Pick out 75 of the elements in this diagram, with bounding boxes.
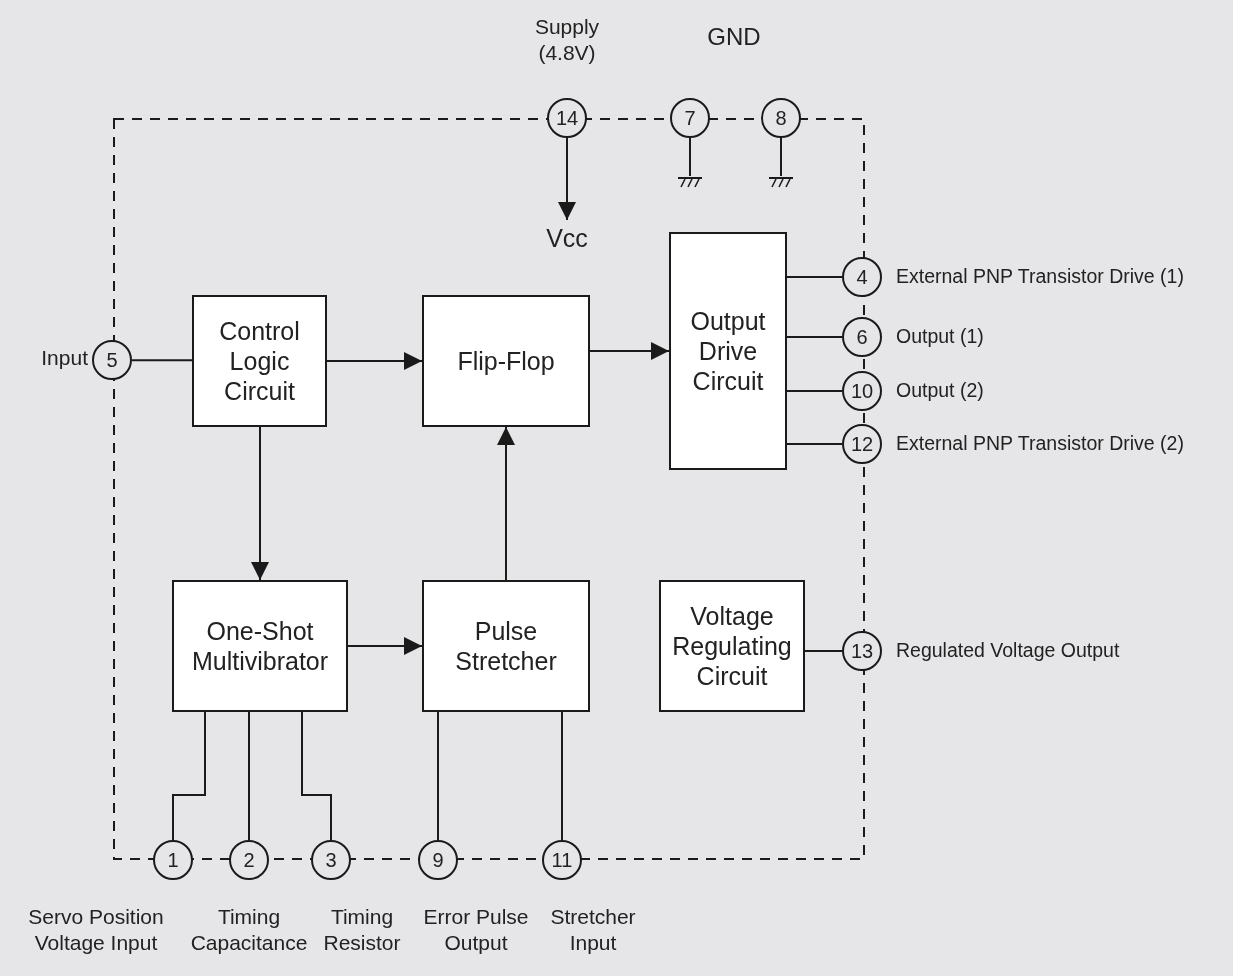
circuit-block [422,295,590,427]
pin-circle [542,840,582,880]
pin-label: External PNP Transistor Drive (2) [896,431,1184,456]
pin-number: 5 [106,348,118,372]
pin-label: Output (2) [896,378,984,403]
ground-icon [767,176,795,190]
pin-label: Output (1) [896,324,984,349]
connection-line [786,443,843,445]
block-label: One-Shot Multivibrator [190,616,330,676]
connection-line [786,336,843,338]
block-label: Flip-Flop [457,346,555,376]
pin-circle [92,340,132,380]
pin-circle [842,371,882,411]
block-label: Output Drive Circuit [689,306,767,396]
block-label: Voltage Regulating Circuit [671,601,793,691]
pin-circle [761,98,801,138]
connection-line [131,359,193,362]
pin-number: 4 [856,265,868,289]
block-label: Pulse Stretcher [454,616,558,676]
pin-circle [842,631,882,671]
pin-number: 11 [551,848,573,872]
circuit-block [172,580,348,712]
pin-label: Timing Resistor [322,904,402,957]
pin-circle [547,98,587,138]
pin-label: Stretcher Input [549,904,637,957]
supply-label: Vcc [546,223,588,253]
arrow [497,426,515,581]
connection-line [786,390,843,392]
pin-number: 8 [775,106,787,130]
circuit-block [669,232,787,470]
circuit-block [659,580,805,712]
connection-line [786,276,843,278]
pin-circle [670,98,710,138]
pin-number: 7 [684,106,696,130]
pin-label: Servo Position Voltage Input [27,904,165,957]
pin-label: Timing Capacitance [189,904,309,957]
arrow [558,137,576,221]
pin-number: 12 [850,432,874,456]
connection-line [437,711,439,841]
pin-circle [842,424,882,464]
arrow [589,342,670,360]
arrow [251,426,269,581]
connection-line [561,711,563,841]
pin-circle [311,840,351,880]
circuit-block [422,580,590,712]
pin-number: 9 [432,848,444,872]
pin-circle [418,840,458,880]
connection-line [804,650,843,652]
connection-line [172,711,206,841]
pin-circle [153,840,193,880]
connection-line [301,711,332,841]
pin-circle [229,840,269,880]
connection-line [248,711,250,841]
pin-label: Regulated Voltage Output [896,638,1120,663]
pin-number: 6 [856,325,868,349]
block-label: Control Logic Circuit [218,316,301,406]
pin-label: Input [41,345,88,371]
pin-number: 10 [850,379,874,403]
connection-line [689,137,691,177]
pin-circle [842,257,882,297]
pin-number: 3 [325,848,337,872]
connection-line [780,137,782,177]
pin-number: 14 [555,106,579,130]
pin-number: 2 [243,848,255,872]
pin-label: External PNP Transistor Drive (1) [896,264,1184,289]
gnd-label: GND [707,22,761,52]
ground-icon [676,176,704,190]
pin-label: Supply (4.8V) [533,14,601,67]
pin-number: 1 [167,848,179,872]
pin-circle [842,317,882,357]
pin-number: 13 [850,639,874,663]
arrow [326,352,423,370]
arrow [347,637,423,655]
pin-label: Error Pulse Output [422,904,530,957]
circuit-block [192,295,327,427]
